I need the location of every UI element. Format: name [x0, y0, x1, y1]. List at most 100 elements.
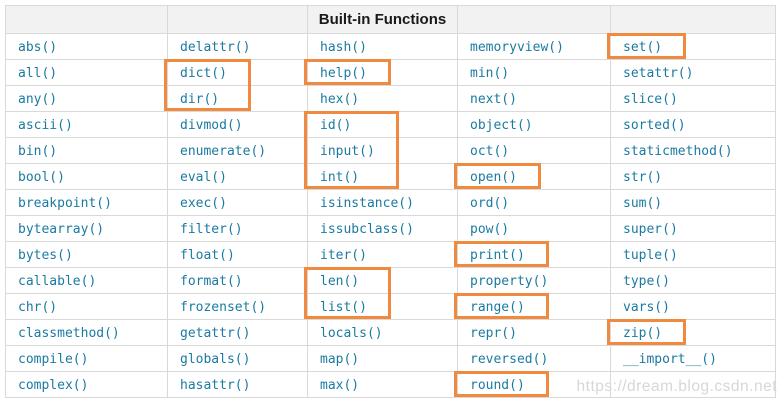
- function-cell: dict(): [167, 59, 308, 86]
- function-link[interactable]: bytearray(): [18, 221, 105, 237]
- function-link[interactable]: filter(): [180, 221, 243, 237]
- function-link[interactable]: range(): [470, 299, 525, 315]
- function-cell: repr(): [457, 319, 611, 346]
- function-link[interactable]: hash(): [320, 39, 367, 55]
- function-link[interactable]: slice(): [623, 91, 678, 107]
- function-link[interactable]: next(): [470, 91, 517, 107]
- function-link[interactable]: map(): [320, 351, 360, 367]
- function-link[interactable]: open(): [470, 169, 517, 185]
- function-link[interactable]: delattr(): [180, 39, 251, 55]
- function-link[interactable]: set(): [623, 39, 663, 55]
- function-link[interactable]: str(): [623, 169, 663, 185]
- function-link[interactable]: enumerate(): [180, 143, 267, 159]
- watermark-text: https://dream.blog.csdn.net: [576, 378, 777, 395]
- function-link[interactable]: min(): [470, 65, 510, 81]
- function-link[interactable]: locals(): [320, 325, 383, 341]
- function-link[interactable]: any(): [18, 91, 58, 107]
- function-link[interactable]: sorted(): [623, 117, 686, 133]
- table-row: ascii() divmod() id() object() sorted(): [5, 111, 776, 138]
- function-link[interactable]: __import__(): [623, 351, 717, 367]
- function-cell: hash(): [307, 33, 458, 60]
- function-link[interactable]: int(): [320, 169, 360, 185]
- function-link[interactable]: getattr(): [180, 325, 251, 341]
- function-link[interactable]: bin(): [18, 143, 58, 159]
- function-cell: slice(): [610, 85, 776, 112]
- function-link[interactable]: ord(): [470, 195, 510, 211]
- function-cell: reversed(): [457, 345, 611, 372]
- table-row: callable() format() len() property() type(): [5, 267, 776, 294]
- function-cell: list(): [307, 293, 458, 320]
- function-cell: help(): [307, 59, 458, 86]
- function-link[interactable]: list(): [320, 299, 367, 315]
- function-link[interactable]: input(): [320, 143, 375, 159]
- function-cell: bool(): [5, 163, 168, 190]
- function-link[interactable]: eval(): [180, 169, 227, 185]
- function-link[interactable]: hasattr(): [180, 377, 251, 393]
- function-link[interactable]: classmethod(): [18, 325, 120, 341]
- function-link[interactable]: sum(): [623, 195, 663, 211]
- function-cell: hex(): [307, 85, 458, 112]
- function-link[interactable]: chr(): [18, 299, 58, 315]
- function-link[interactable]: format(): [180, 273, 243, 289]
- table-row: all() dict() help() min() setattr(): [5, 59, 776, 86]
- function-link[interactable]: len(): [320, 273, 360, 289]
- function-link[interactable]: issubclass(): [320, 221, 414, 237]
- function-link[interactable]: pow(): [470, 221, 510, 237]
- header-row: Built-in Functions: [5, 5, 776, 34]
- function-cell: next(): [457, 85, 611, 112]
- function-link[interactable]: dir(): [180, 91, 220, 107]
- function-link[interactable]: setattr(): [623, 65, 694, 81]
- function-link[interactable]: print(): [470, 247, 525, 263]
- function-link[interactable]: compile(): [18, 351, 89, 367]
- function-link[interactable]: bool(): [18, 169, 65, 185]
- function-link[interactable]: iter(): [320, 247, 367, 263]
- function-cell: set(): [610, 33, 776, 60]
- function-link[interactable]: frozenset(): [180, 299, 267, 315]
- function-link[interactable]: divmod(): [180, 117, 243, 133]
- function-link[interactable]: float(): [180, 247, 235, 263]
- function-link[interactable]: tuple(): [623, 247, 678, 263]
- function-cell: ord(): [457, 189, 611, 216]
- function-link[interactable]: zip(): [623, 325, 663, 341]
- function-link[interactable]: abs(): [18, 39, 58, 55]
- function-link[interactable]: exec(): [180, 195, 227, 211]
- function-link[interactable]: object(): [470, 117, 533, 133]
- function-cell: min(): [457, 59, 611, 86]
- function-cell: range(): [457, 293, 611, 320]
- function-cell: filter(): [167, 215, 308, 242]
- function-cell: getattr(): [167, 319, 308, 346]
- function-cell: frozenset(): [167, 293, 308, 320]
- function-link[interactable]: bytes(): [18, 247, 73, 263]
- function-link[interactable]: type(): [623, 273, 670, 289]
- function-link[interactable]: staticmethod(): [623, 143, 733, 159]
- function-link[interactable]: max(): [320, 377, 360, 393]
- function-cell: tuple(): [610, 241, 776, 268]
- function-link[interactable]: vars(): [623, 299, 670, 315]
- function-link[interactable]: round(): [470, 377, 525, 393]
- function-cell: property(): [457, 267, 611, 294]
- function-cell: any(): [5, 85, 168, 112]
- function-link[interactable]: globals(): [180, 351, 251, 367]
- function-link[interactable]: property(): [470, 273, 549, 289]
- function-link[interactable]: hex(): [320, 91, 360, 107]
- function-link[interactable]: complex(): [18, 377, 89, 393]
- function-link[interactable]: reversed(): [470, 351, 549, 367]
- table-row: abs() delattr() hash() memoryview() set(): [5, 33, 776, 60]
- function-link[interactable]: memoryview(): [470, 39, 564, 55]
- function-link[interactable]: breakpoint(): [18, 195, 112, 211]
- table-row: bytearray() filter() issubclass() pow() supe…: [5, 215, 776, 242]
- function-link[interactable]: all(): [18, 65, 58, 81]
- function-link[interactable]: super(): [623, 221, 678, 237]
- function-link[interactable]: isinstance(): [320, 195, 414, 211]
- function-link[interactable]: repr(): [470, 325, 517, 341]
- function-link[interactable]: help(): [320, 65, 367, 81]
- function-cell: compile(): [5, 345, 168, 372]
- function-link[interactable]: callable(): [18, 273, 97, 289]
- function-link[interactable]: id(): [320, 117, 352, 133]
- function-link[interactable]: oct(): [470, 143, 510, 159]
- table-row: bin() enumerate() input() oct() staticmethod…: [5, 137, 776, 164]
- function-link[interactable]: ascii(): [18, 117, 73, 133]
- function-cell: dir(): [167, 85, 308, 112]
- function-cell: print(): [457, 241, 611, 268]
- function-link[interactable]: dict(): [180, 65, 227, 81]
